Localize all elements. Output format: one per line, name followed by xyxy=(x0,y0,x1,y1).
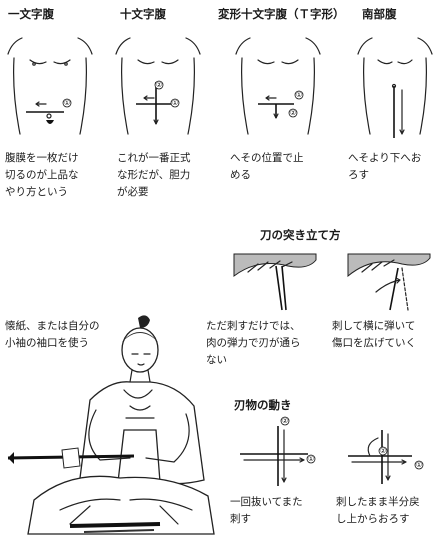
step-mark-1-motion-right: ① xyxy=(414,460,424,470)
step-mark-2-t-shape: ② xyxy=(288,108,298,118)
svg-text:②: ② xyxy=(282,417,288,425)
kaishi-note: 懐紙、または自分の 小袖の袖口を使う xyxy=(5,320,100,349)
thrust-right-desc: 刺して横に弾いて 傷口を広げていく xyxy=(332,320,416,349)
step-mark-2-motion-right: ② xyxy=(378,446,388,456)
method-title-t-shape: 変形十文字腹（Ｔ字形） xyxy=(218,7,345,21)
torso-jumonji-diagram xyxy=(115,37,201,135)
method-title-jumonji: 十文字腹 xyxy=(120,7,166,21)
step-mark-1-ichimonji: ① xyxy=(62,98,72,108)
motion-right-desc: 刺したまま半分戻 し上からおろす xyxy=(336,496,420,525)
svg-text:①: ① xyxy=(64,99,70,107)
svg-text:②: ② xyxy=(156,81,162,89)
method-title-ichimonji: 一文字腹 xyxy=(8,7,54,21)
method-desc-t-shape: へその位置で止 める xyxy=(230,152,304,181)
method-title-nanbu: 南部腹 xyxy=(362,7,397,21)
step-mark-2-jumonji: ② xyxy=(154,80,164,90)
svg-text:①: ① xyxy=(172,99,178,107)
torso-ichimonji-diagram xyxy=(7,37,93,135)
step-mark-1-jumonji: ① xyxy=(170,98,180,108)
method-desc-jumonji: これが一番正式 な形だが、胆力 が必要 xyxy=(117,152,191,198)
thrust-sideways-diagram xyxy=(347,253,431,311)
svg-text:①: ① xyxy=(308,455,314,463)
step-mark-2-motion-left: ② xyxy=(280,416,290,426)
motion-withdraw-diagram xyxy=(240,426,308,486)
thrust-left-desc: ただ刺すだけでは、 肉の弾力で刃が通ら ない xyxy=(206,320,301,366)
thrust-section-title: 刀の突き立て方 xyxy=(260,228,341,242)
motion-section-title: 刃物の動き xyxy=(234,398,292,412)
samurai-illustration xyxy=(7,315,215,535)
svg-text:①: ① xyxy=(296,91,302,99)
method-desc-nanbu: へそより下へお ろす xyxy=(348,152,422,181)
step-mark-1-t-shape: ① xyxy=(294,90,304,100)
thrust-straight-diagram xyxy=(233,253,317,311)
motion-half-return-diagram xyxy=(348,430,412,484)
step-mark-1-motion-left: ① xyxy=(306,454,316,464)
svg-text:②: ② xyxy=(290,109,296,117)
method-desc-ichimonji: 腹膜を一枚だけ 切るのが上品な やり方という xyxy=(5,152,79,198)
svg-text:①: ① xyxy=(416,461,422,469)
torso-t-shape-diagram xyxy=(235,37,321,135)
motion-left-desc: 一回抜いてまた 刺す xyxy=(230,496,303,525)
svg-text:②: ② xyxy=(380,447,386,455)
torso-nanbu-diagram xyxy=(357,37,433,138)
